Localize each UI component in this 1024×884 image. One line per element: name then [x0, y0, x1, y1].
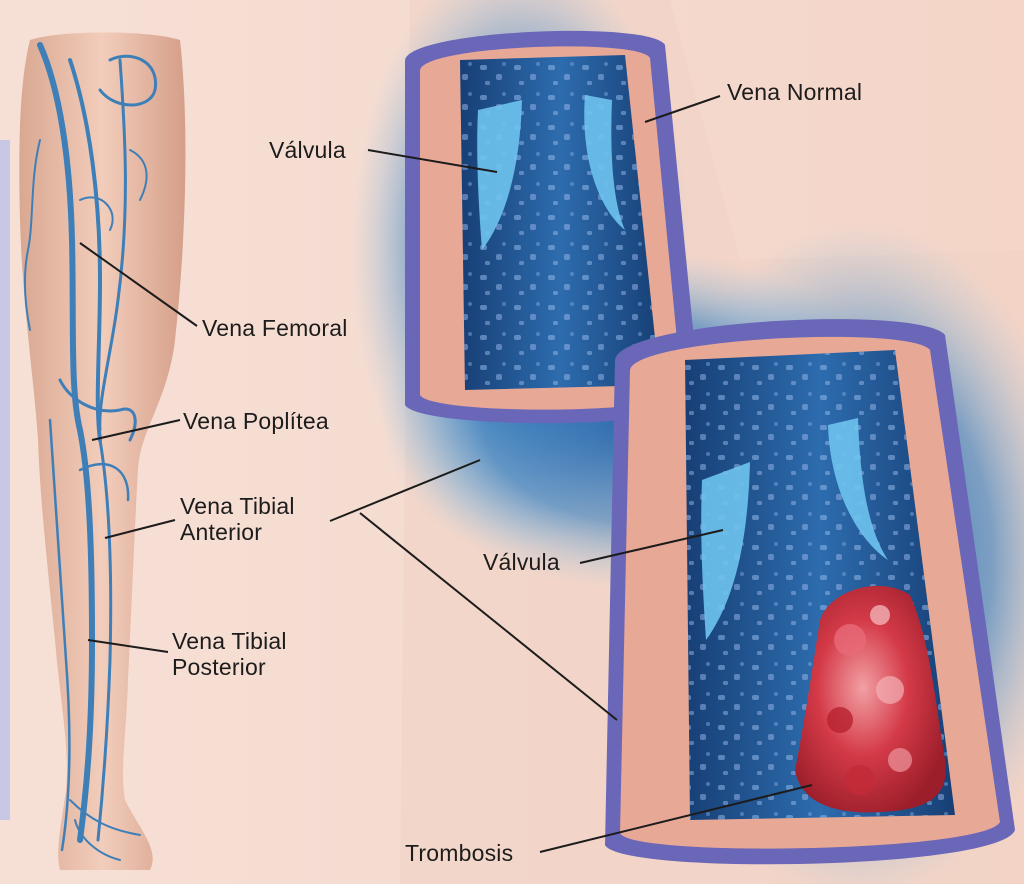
leader-tibial-anterior-upper [329, 459, 481, 522]
leader-lines [79, 95, 813, 853]
leader-vena-femoral [79, 242, 198, 327]
label-vena-normal: Vena Normal [727, 79, 863, 105]
left-edge-band [0, 140, 10, 820]
label-vena-poplitea: Vena Poplítea [183, 408, 329, 434]
thrombosis-vein-valve-right [828, 418, 888, 560]
leg-illustration [19, 32, 186, 870]
leader-valvula-bottom [579, 529, 724, 564]
label-vena-tibial-anterior: Vena Tibial Anterior [180, 493, 295, 546]
label-trombosis: Trombosis [405, 840, 514, 866]
label-valvula-top: Válvula [269, 137, 346, 163]
label-vena-tibial-posterior-line2: Posterior [172, 654, 266, 681]
normal-vein-valve-left [477, 100, 522, 250]
label-vena-femoral: Vena Femoral [202, 315, 348, 341]
leader-vena-tibial-posterior [87, 639, 169, 653]
leader-vena-normal [644, 95, 721, 123]
leader-trombosis [539, 784, 813, 853]
leader-vena-poplitea [91, 419, 181, 441]
leader-tibial-anterior-lower [359, 512, 618, 721]
label-vena-tibial-posterior-line1: Vena Tibial [172, 628, 287, 654]
normal-vein-section [405, 30, 700, 424]
label-valvula-bottom: Válvula [483, 549, 560, 575]
label-vena-tibial-posterior: Vena Tibial Posterior [172, 628, 287, 681]
normal-vein-valve-right [584, 95, 625, 230]
blood-clot [795, 585, 946, 813]
leg-veins [23, 42, 157, 861]
thrombosis-vein-valve-left [701, 462, 750, 640]
leader-valvula-top [367, 149, 498, 173]
thrombosis-vein-section [605, 319, 1015, 865]
label-vena-tibial-anterior-line2: Anterior [180, 519, 263, 546]
label-vena-tibial-anterior-line1: Vena Tibial [180, 493, 295, 519]
leader-vena-tibial-anterior [104, 519, 176, 539]
